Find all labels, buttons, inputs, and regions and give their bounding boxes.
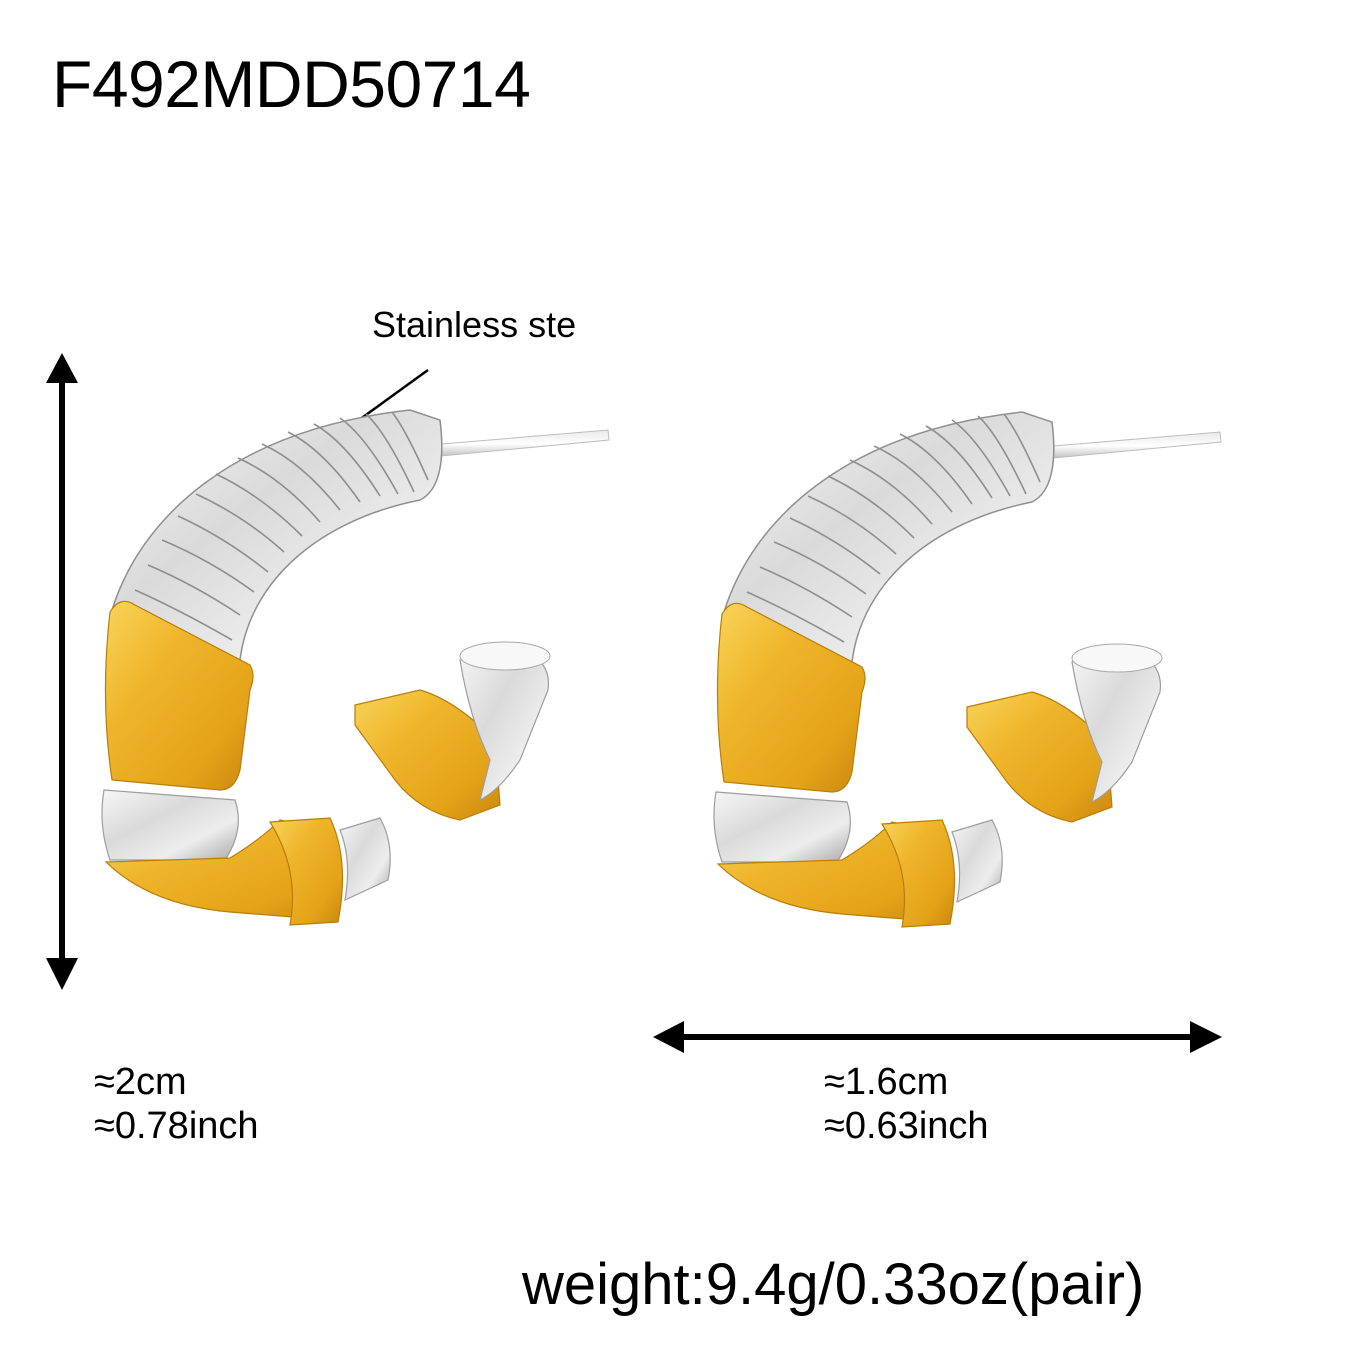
product-sku: F492MDD50714 bbox=[52, 47, 531, 121]
width-inch: ≈0.63inch bbox=[824, 1105, 989, 1147]
material-callout-label: Stainless ste bbox=[372, 304, 577, 345]
left-earring-image bbox=[101, 409, 610, 926]
horizontal-double-arrow-icon bbox=[653, 1021, 1222, 1053]
height-dimension: ≈2cm ≈0.78inch bbox=[94, 1060, 259, 1148]
width-cm: ≈1.6cm bbox=[824, 1061, 949, 1103]
right-earring-image bbox=[713, 411, 1222, 928]
height-cm: ≈2cm bbox=[94, 1061, 187, 1103]
width-dimension: ≈1.6cm ≈0.63inch bbox=[824, 1060, 989, 1148]
vertical-double-arrow-icon bbox=[46, 353, 78, 990]
product-weight: weight:9.4g/0.33oz(pair) bbox=[522, 1252, 1145, 1317]
height-inch: ≈0.78inch bbox=[94, 1105, 259, 1147]
